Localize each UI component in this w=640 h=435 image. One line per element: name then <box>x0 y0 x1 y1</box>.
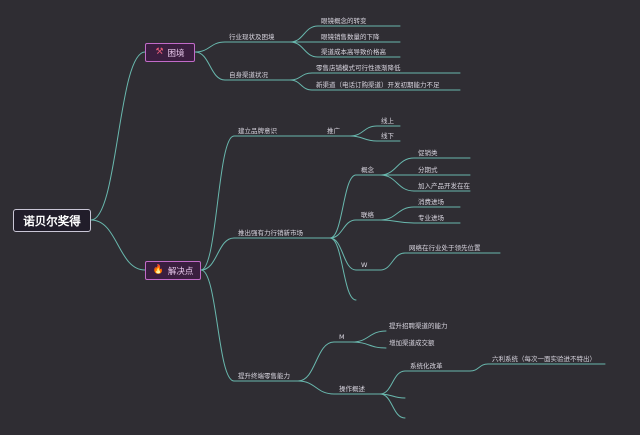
connector-line <box>469 363 489 372</box>
connector-line <box>379 393 406 419</box>
connector-line <box>351 330 387 343</box>
node-leaf[interactable]: 消费进场 <box>418 198 444 206</box>
connector-line <box>200 135 235 271</box>
connector-line <box>194 51 226 81</box>
node-leaf[interactable]: 线上 <box>381 117 394 125</box>
connector-line <box>297 341 335 382</box>
connector-line <box>379 370 406 395</box>
connector-line <box>289 79 313 91</box>
node-m[interactable]: M <box>339 333 345 341</box>
node-brand-awareness[interactable]: 建立品牌意识 <box>238 127 277 135</box>
node-leaf[interactable]: 专业进场 <box>418 214 444 222</box>
branch-solution-node[interactable]: 🔥 解决点 <box>145 261 201 280</box>
connector-line <box>90 219 146 271</box>
connector-line <box>349 135 378 142</box>
connector-line <box>289 41 319 58</box>
node-promotion[interactable]: 推广 <box>327 127 340 135</box>
node-retail-capability[interactable]: 提升终端零售能力 <box>238 372 290 380</box>
node-operations[interactable]: 操作概述 <box>339 385 365 393</box>
node-leaf[interactable]: 线下 <box>381 132 394 140</box>
connector-line <box>289 25 319 43</box>
node-concept[interactable]: 概念 <box>361 166 374 174</box>
node-marketing[interactable]: 推出强有力行销新市场 <box>238 229 303 237</box>
node-leaf[interactable]: 加入产品开发在在 <box>418 182 470 190</box>
connector-line <box>90 51 146 221</box>
node-own-channel[interactable]: 自身渠道状况 <box>229 71 268 79</box>
node-leaf[interactable]: 促销类 <box>418 149 438 157</box>
node-contact[interactable]: 联络 <box>361 211 374 219</box>
node-leaf[interactable]: 眼镜销售数量的下降 <box>321 33 380 41</box>
node-leaf[interactable]: 增加渠道成交额 <box>389 339 435 347</box>
node-leaf[interactable]: 零售店铺模式可行性逐渐降低 <box>316 64 401 72</box>
connector-line <box>289 72 313 81</box>
fire-icon: 🔥 <box>152 265 164 275</box>
node-leaf[interactable]: 网络在行业处于领先位置 <box>409 244 481 252</box>
connector-line <box>351 341 387 349</box>
node-systematic-reform[interactable]: 系统化改革 <box>410 362 443 370</box>
node-leaf[interactable]: 提升招聘渠道的能力 <box>389 322 448 330</box>
connector-line <box>200 269 235 382</box>
node-leaf[interactable]: 新渠道（电话订购渠道）开发初期能力不足 <box>316 81 440 89</box>
branch-dilemma-label: 困境 <box>167 48 185 59</box>
connector-line <box>200 237 235 271</box>
root-node-label: 诺贝尔奖得 <box>23 213 81 228</box>
node-industry-status[interactable]: 行业现状及困境 <box>229 33 275 41</box>
connector-line <box>349 125 378 137</box>
root-node[interactable]: 诺贝尔奖得 <box>13 209 91 232</box>
node-leaf[interactable]: 渠道成本高导致价格高 <box>321 48 386 56</box>
connector-line <box>329 237 357 301</box>
connector-line <box>379 174 415 192</box>
tools-icon: ⚒ <box>155 47 164 57</box>
connector-line <box>297 380 335 395</box>
node-leaf[interactable]: 眼镜概念的转变 <box>321 17 367 25</box>
node-leaf[interactable]: 六利系统（每次一面实验进不特出） <box>492 355 596 363</box>
node-leaf[interactable]: 分期式 <box>418 166 438 174</box>
connector-line <box>379 206 415 221</box>
connector-line <box>379 252 406 271</box>
branch-dilemma-node[interactable]: ⚒ 困境 <box>145 43 195 62</box>
connector-line <box>379 219 415 224</box>
connector-line <box>329 219 357 239</box>
connector-line <box>194 41 226 53</box>
connector-line <box>329 174 357 239</box>
node-w[interactable]: W <box>361 261 368 269</box>
connector-line <box>329 237 357 271</box>
connector-line <box>379 157 415 176</box>
branch-solution-label: 解决点 <box>167 266 194 277</box>
